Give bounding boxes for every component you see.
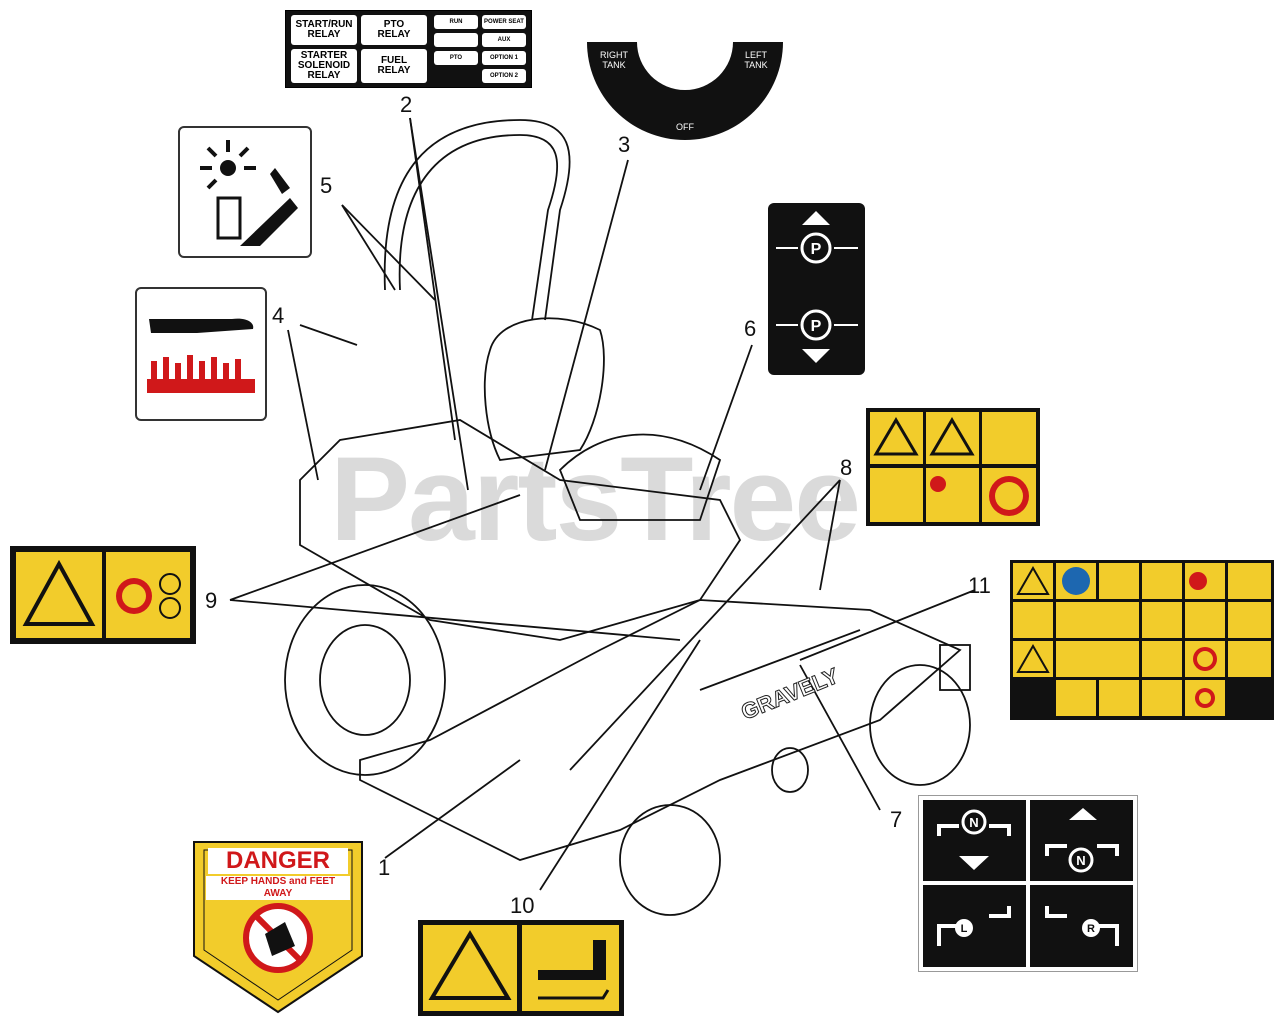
hot-surface-decal bbox=[135, 287, 267, 421]
steering-l: L bbox=[961, 923, 968, 935]
steering-decal-panels: N N L R bbox=[923, 800, 1133, 967]
warning-decal-11-icons bbox=[1013, 563, 1271, 716]
danger-subtitle: KEEP HANDS and FEET AWAY bbox=[206, 876, 350, 900]
warning-decal-8-icons bbox=[870, 412, 1036, 522]
starter-solenoid-relay-label: STARTER SOLENOID RELAY bbox=[291, 49, 357, 83]
callout-10: 10 bbox=[510, 893, 535, 918]
callout-1: 1 bbox=[378, 855, 391, 880]
pressure-warning-decal bbox=[178, 126, 312, 258]
warning-decal-8 bbox=[866, 408, 1040, 526]
right-tank-label: RIGHT TANK bbox=[600, 50, 628, 70]
warning-decal-10-icons bbox=[423, 925, 619, 1011]
callout-7: 7 bbox=[890, 807, 903, 832]
callout-4: 4 bbox=[272, 303, 285, 328]
danger-title: DANGER bbox=[208, 848, 348, 874]
warning-decal-11 bbox=[1010, 560, 1274, 720]
steering-decal: N N L R bbox=[918, 795, 1138, 972]
pto-fuse-label: PTO bbox=[434, 51, 478, 65]
hot-surface-hand-icon bbox=[147, 318, 255, 393]
deck-brand-text: GRAVELY bbox=[738, 663, 843, 725]
callout-5: 5 bbox=[320, 173, 333, 198]
callout-6: 6 bbox=[744, 316, 757, 341]
parking-brake-decal: P P bbox=[768, 203, 865, 375]
danger-decal: DANGER KEEP HANDS and FEET AWAY bbox=[190, 838, 366, 1016]
power-seat-fuse-label: POWER SEAT bbox=[482, 15, 526, 29]
parking-p-bottom: P bbox=[811, 318, 822, 335]
warning-decal-9-icons bbox=[16, 552, 190, 638]
start-run-relay-label: START/RUN RELAY bbox=[291, 15, 357, 45]
off-label: OFF bbox=[676, 122, 694, 132]
callout-3: 3 bbox=[618, 132, 631, 157]
warning-decal-9 bbox=[10, 546, 196, 644]
warning-decal-10 bbox=[418, 920, 624, 1016]
pto-relay-label: PTO RELAY bbox=[361, 15, 427, 45]
relay-decal: START/RUN RELAY PTO RELAY STARTER SOLENO… bbox=[285, 10, 532, 88]
steering-r: R bbox=[1087, 923, 1095, 935]
callout-11: 11 bbox=[968, 573, 991, 598]
run-fuse-label: RUN bbox=[434, 15, 478, 29]
option1-fuse-label: OPTION 1 bbox=[482, 51, 526, 65]
steering-n-2: N bbox=[1076, 853, 1085, 868]
option2-fuse-label: OPTION 2 bbox=[482, 69, 526, 83]
parking-brake-icons: P P bbox=[776, 211, 858, 363]
spray-hand-icon bbox=[200, 140, 298, 246]
callout-9: 9 bbox=[205, 588, 218, 613]
left-tank-label: LEFT TANK bbox=[744, 50, 768, 70]
fuel-selector-decal: RIGHT TANK LEFT TANK OFF bbox=[585, 40, 785, 150]
parking-p-top: P bbox=[811, 241, 822, 258]
fuel-selector-shape bbox=[587, 42, 783, 140]
callout-8: 8 bbox=[840, 455, 853, 480]
aux-fuse-label: AUX bbox=[482, 33, 526, 47]
steering-n-1: N bbox=[969, 815, 978, 830]
callout-2: 2 bbox=[400, 92, 413, 117]
watermark: PartsTree bbox=[330, 432, 861, 566]
blank-fuse-label bbox=[434, 33, 478, 47]
fuel-relay-label: FUEL RELAY bbox=[361, 49, 427, 83]
